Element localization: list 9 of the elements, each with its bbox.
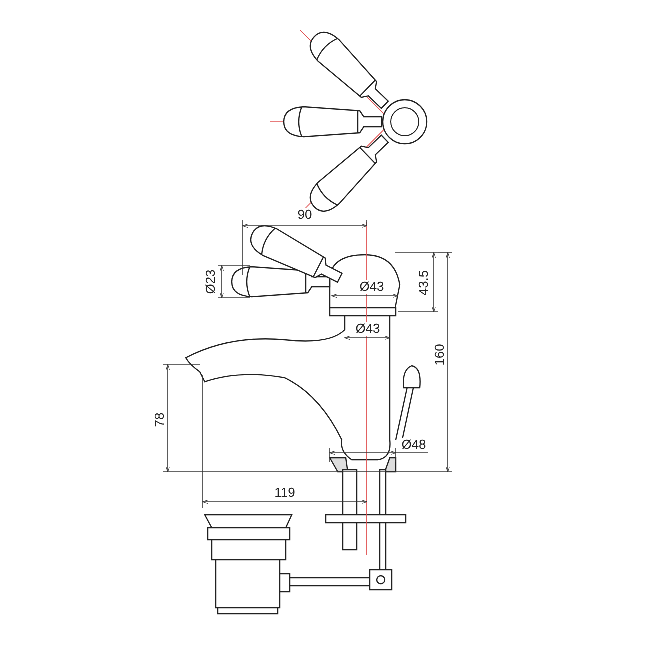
dimension-label: Ø23: [204, 268, 218, 296]
dimension-label: Ø43: [354, 322, 382, 336]
dimension-label: 43.5: [417, 269, 431, 297]
dimension-label: Ø48: [400, 438, 428, 452]
dimension-label: 78: [153, 412, 167, 428]
dimension-label: 160: [433, 343, 447, 367]
dimension-label: 119: [274, 486, 296, 500]
dimension-label: Ø43: [358, 280, 386, 294]
dimension-label: 90: [296, 208, 314, 222]
